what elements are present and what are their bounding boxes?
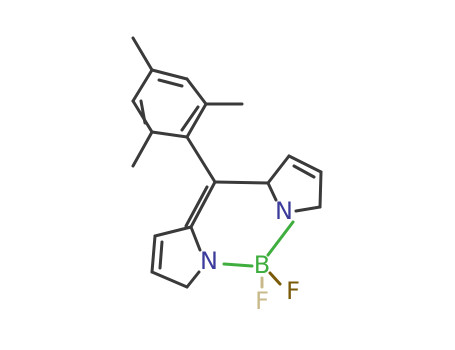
bond xyxy=(158,240,164,270)
b-f-bond xyxy=(268,271,282,286)
boron-atom: B xyxy=(254,251,270,279)
bond xyxy=(139,99,147,125)
bond xyxy=(287,154,323,174)
mesityl-ring xyxy=(131,68,208,139)
bond xyxy=(184,185,209,228)
n-b-bond xyxy=(266,220,295,257)
bodipy-core xyxy=(184,180,270,229)
bond xyxy=(266,154,291,185)
bond xyxy=(150,270,189,289)
bond xyxy=(150,68,189,81)
bond xyxy=(150,130,189,139)
bond xyxy=(131,68,154,103)
bond xyxy=(213,180,270,185)
bond xyxy=(150,234,157,274)
bond xyxy=(189,225,202,252)
bond xyxy=(292,164,316,179)
fluorine-atom-right: F xyxy=(286,277,300,305)
bond xyxy=(266,181,278,202)
bond xyxy=(318,170,323,209)
nitrogen-atom-right: N xyxy=(275,197,293,225)
bond xyxy=(153,225,193,238)
meso-bond xyxy=(185,135,217,184)
nitrogen-atom-left: N xyxy=(200,247,218,275)
bond xyxy=(189,180,217,229)
methyl-bond xyxy=(131,36,154,72)
bond xyxy=(294,205,322,213)
fluorine-atom-down: F xyxy=(255,287,269,315)
bond xyxy=(157,78,184,88)
bond xyxy=(185,270,201,289)
bond xyxy=(185,102,208,139)
methyl-groups xyxy=(131,36,244,168)
right-pyrrole-ring xyxy=(266,154,323,213)
methyl-bond xyxy=(131,130,154,168)
boron-bonds xyxy=(222,220,295,289)
n-b-bond xyxy=(222,262,254,268)
left-pyrrole-ring xyxy=(150,225,202,289)
bond xyxy=(180,105,200,132)
bond xyxy=(185,77,208,106)
